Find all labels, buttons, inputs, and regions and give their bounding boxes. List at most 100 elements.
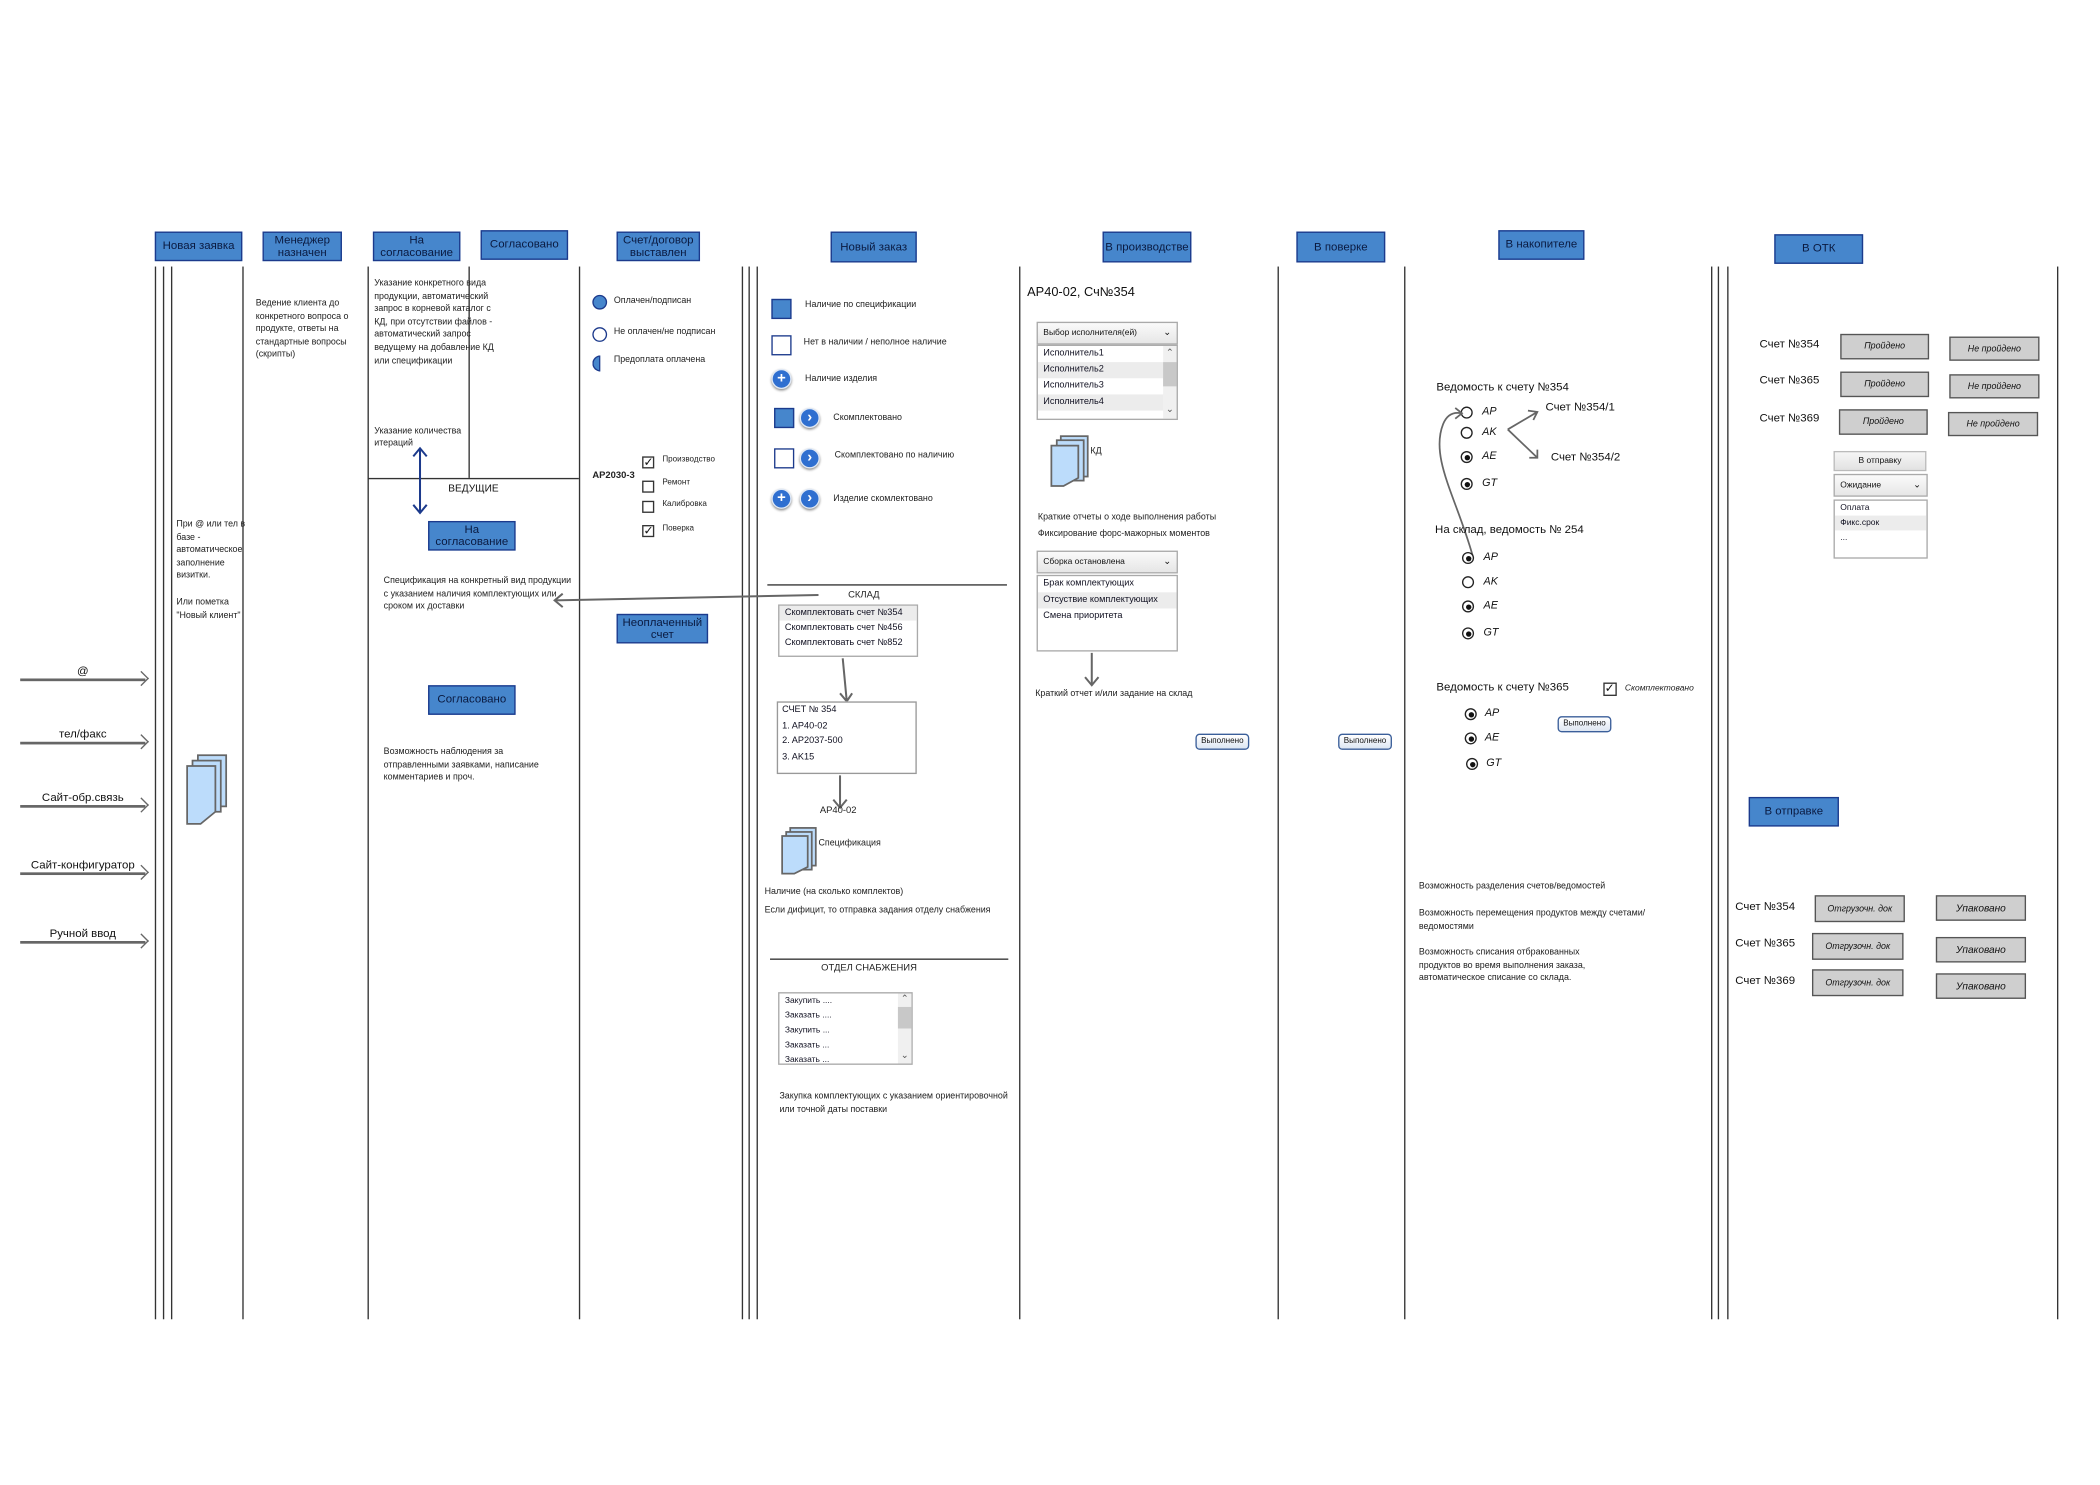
list-item[interactable]: Заказать ... bbox=[784, 1055, 830, 1065]
verification-done-button[interactable]: Выполнено bbox=[1338, 733, 1392, 750]
lane-divider bbox=[170, 266, 173, 1320]
radio-label: AE bbox=[1484, 730, 1500, 744]
executor-dropdown[interactable]: Выбор исполнителя(ей)⌄ bbox=[1036, 321, 1178, 345]
header-in-production: В производстве bbox=[1102, 231, 1192, 263]
list-item[interactable]: Брак комплектующих bbox=[1043, 578, 1134, 589]
checkbox-repair[interactable] bbox=[642, 480, 655, 493]
status-dropdown[interactable]: Сборка остановлена ⌄ bbox=[1036, 550, 1178, 574]
shipping-docs-button[interactable]: Отгрузочн. док bbox=[1811, 969, 1904, 997]
list-item[interactable]: Скомплектовать счет №456 bbox=[784, 623, 903, 633]
radio-label: GT bbox=[1482, 476, 1498, 489]
list-item[interactable]: Оплата bbox=[1840, 503, 1870, 513]
header-approved: Согласовано bbox=[480, 230, 569, 260]
input-label: тел/факс bbox=[58, 726, 107, 741]
invoice-line: СЧЕТ № 354 bbox=[782, 705, 837, 715]
option-label: Производство bbox=[662, 456, 716, 465]
list-item[interactable]: Заказать ... bbox=[784, 1040, 830, 1051]
list-item[interactable]: ... bbox=[1840, 533, 1848, 543]
shipping-docs-button[interactable]: Отгрузочн. док bbox=[1814, 895, 1905, 923]
radio-gt[interactable] bbox=[1460, 477, 1473, 491]
chevron-down-icon: ⌄ bbox=[1163, 557, 1172, 567]
list-item[interactable]: Скомплектовать счет №852 bbox=[784, 638, 903, 648]
packed-button[interactable]: Упаковано bbox=[1935, 936, 2027, 963]
executor-list[interactable]: Исполнитель1 Исполнитель2 Исполнитель3 И… bbox=[1036, 344, 1178, 421]
checkbox-verification[interactable]: ✓ bbox=[642, 523, 655, 538]
deficit-note: Если дифицит, то отправка задания отделу… bbox=[764, 905, 991, 916]
warehouse-list[interactable]: Скомплектовать счет №354 Скомплектовать … bbox=[778, 604, 919, 657]
invoice-line: 2. AP2037-500 bbox=[782, 736, 843, 746]
list-item[interactable]: Фикс.срок bbox=[1834, 515, 1927, 531]
radio-ae[interactable] bbox=[1460, 450, 1473, 464]
legend-paid: Оплачен/подписан bbox=[613, 296, 692, 306]
ship-invoice-label: Счет №354 bbox=[1735, 899, 1796, 913]
report-note: Краткий отчет и/или задание на склад bbox=[1035, 689, 1193, 699]
list-item[interactable]: Заказать .... bbox=[784, 1010, 832, 1021]
status-options-list[interactable]: Брак комплектующих Отсуствие комплектующ… bbox=[1036, 574, 1178, 652]
radio-gt[interactable] bbox=[1466, 757, 1479, 771]
qc-pass-button[interactable]: Пройдено bbox=[1840, 371, 1930, 398]
unpaid-invoice-status: Неоплаченный счет bbox=[616, 613, 709, 644]
list-item[interactable]: Скомплектовать счет №354 bbox=[779, 605, 917, 621]
leads-divider bbox=[367, 477, 579, 480]
checkbox-production[interactable]: ✓ bbox=[642, 455, 655, 469]
radio-ap[interactable] bbox=[1464, 708, 1477, 721]
qc-invoice-label: Счет №354 bbox=[1759, 336, 1820, 351]
send-button[interactable]: В отправку bbox=[1833, 450, 1927, 472]
iterations-note: Указание количества итераций bbox=[374, 426, 462, 448]
supply-title: ОТДЕЛ СНАБЖЕНИЯ bbox=[821, 963, 917, 974]
list-item[interactable]: Отсуствие комплектующих bbox=[1037, 592, 1177, 609]
header-qc: В ОТК bbox=[1774, 234, 1864, 264]
radio-ae[interactable] bbox=[1464, 732, 1477, 745]
input-arrow bbox=[20, 940, 146, 944]
wait-options-list[interactable]: Оплата Фикс.срок ... bbox=[1833, 499, 1928, 559]
radio-ae[interactable] bbox=[1461, 600, 1475, 613]
split-invoice-1: Счет №354/1 bbox=[1545, 399, 1615, 414]
option-label: Поверка bbox=[662, 525, 695, 534]
list-item[interactable]: Исполнитель4 bbox=[1037, 394, 1177, 411]
radio-label: AE bbox=[1482, 449, 1497, 462]
qc-pass-button[interactable]: Пройдено bbox=[1840, 333, 1930, 360]
qc-pass-button[interactable]: Пройдено bbox=[1838, 409, 1928, 435]
header-invoice-issued: Счет/договор выставлен bbox=[616, 231, 701, 262]
radio-gt[interactable] bbox=[1461, 627, 1475, 640]
list-item[interactable]: Закупить .... bbox=[784, 996, 833, 1006]
input-arrow bbox=[20, 872, 146, 875]
completed-checkbox[interactable]: ✓ bbox=[1603, 681, 1617, 696]
ship-invoice-label: Счет №369 bbox=[1735, 973, 1796, 987]
list-item[interactable]: Закупить ... bbox=[784, 1025, 830, 1036]
list-item[interactable]: Исполнитель3 bbox=[1043, 380, 1104, 391]
legend-item: Наличие по спецификации bbox=[805, 300, 917, 310]
radio-label: AE bbox=[1483, 599, 1498, 612]
checkbox-calibration[interactable] bbox=[642, 500, 655, 513]
lane-divider bbox=[748, 266, 750, 1320]
invoice-line: 3. AK15 bbox=[782, 751, 815, 762]
dropdown-value: Сборка остановлена bbox=[1043, 557, 1125, 567]
square-empty-icon bbox=[774, 448, 795, 469]
scrollbar[interactable]: ⌃⌄ bbox=[897, 993, 912, 1064]
scrollbar[interactable]: ⌃⌄ bbox=[1163, 345, 1177, 419]
radio-ak[interactable] bbox=[1461, 576, 1475, 589]
production-done-button[interactable]: Выполнено bbox=[1195, 733, 1250, 750]
list-item[interactable]: Исполнитель1 bbox=[1043, 348, 1104, 359]
qc-fail-button[interactable]: Не пройдено bbox=[1949, 336, 2040, 361]
approval-note: Указание конкретного вида продукции, авт… bbox=[374, 278, 494, 366]
supply-list[interactable]: Закупить .... Заказать .... Закупить ...… bbox=[778, 992, 913, 1065]
watch-note: Возможность наблюдения за отправленными … bbox=[383, 747, 539, 783]
wait-dropdown[interactable]: Ожидание⌄ bbox=[1833, 473, 1928, 497]
reports-note: Краткие отчеты о ходе выполнения работы bbox=[1037, 512, 1217, 523]
radio-ak[interactable] bbox=[1460, 426, 1473, 439]
header-on-approval: На согласование bbox=[372, 231, 461, 262]
storage-done-button[interactable]: Выполнено bbox=[1557, 716, 1612, 733]
shipping-docs-button[interactable]: Отгрузочн. док bbox=[1811, 932, 1904, 960]
radio-ap[interactable] bbox=[1461, 551, 1475, 565]
radio-label: AK bbox=[1482, 425, 1497, 438]
input-label: Сайт-конфигуратор bbox=[30, 857, 135, 871]
list-item[interactable]: Исполнитель2 bbox=[1037, 362, 1177, 379]
packed-button[interactable]: Упаковано bbox=[1935, 895, 2027, 921]
packed-button[interactable]: Упаковано bbox=[1935, 973, 2027, 999]
qc-fail-button[interactable]: Не пройдено bbox=[1949, 374, 2040, 399]
qc-fail-button[interactable]: Не пройдено bbox=[1947, 411, 2039, 437]
supply-divider bbox=[770, 958, 1009, 960]
list-item[interactable]: Смена приоритета bbox=[1043, 611, 1123, 621]
spec-arrow bbox=[553, 592, 819, 608]
